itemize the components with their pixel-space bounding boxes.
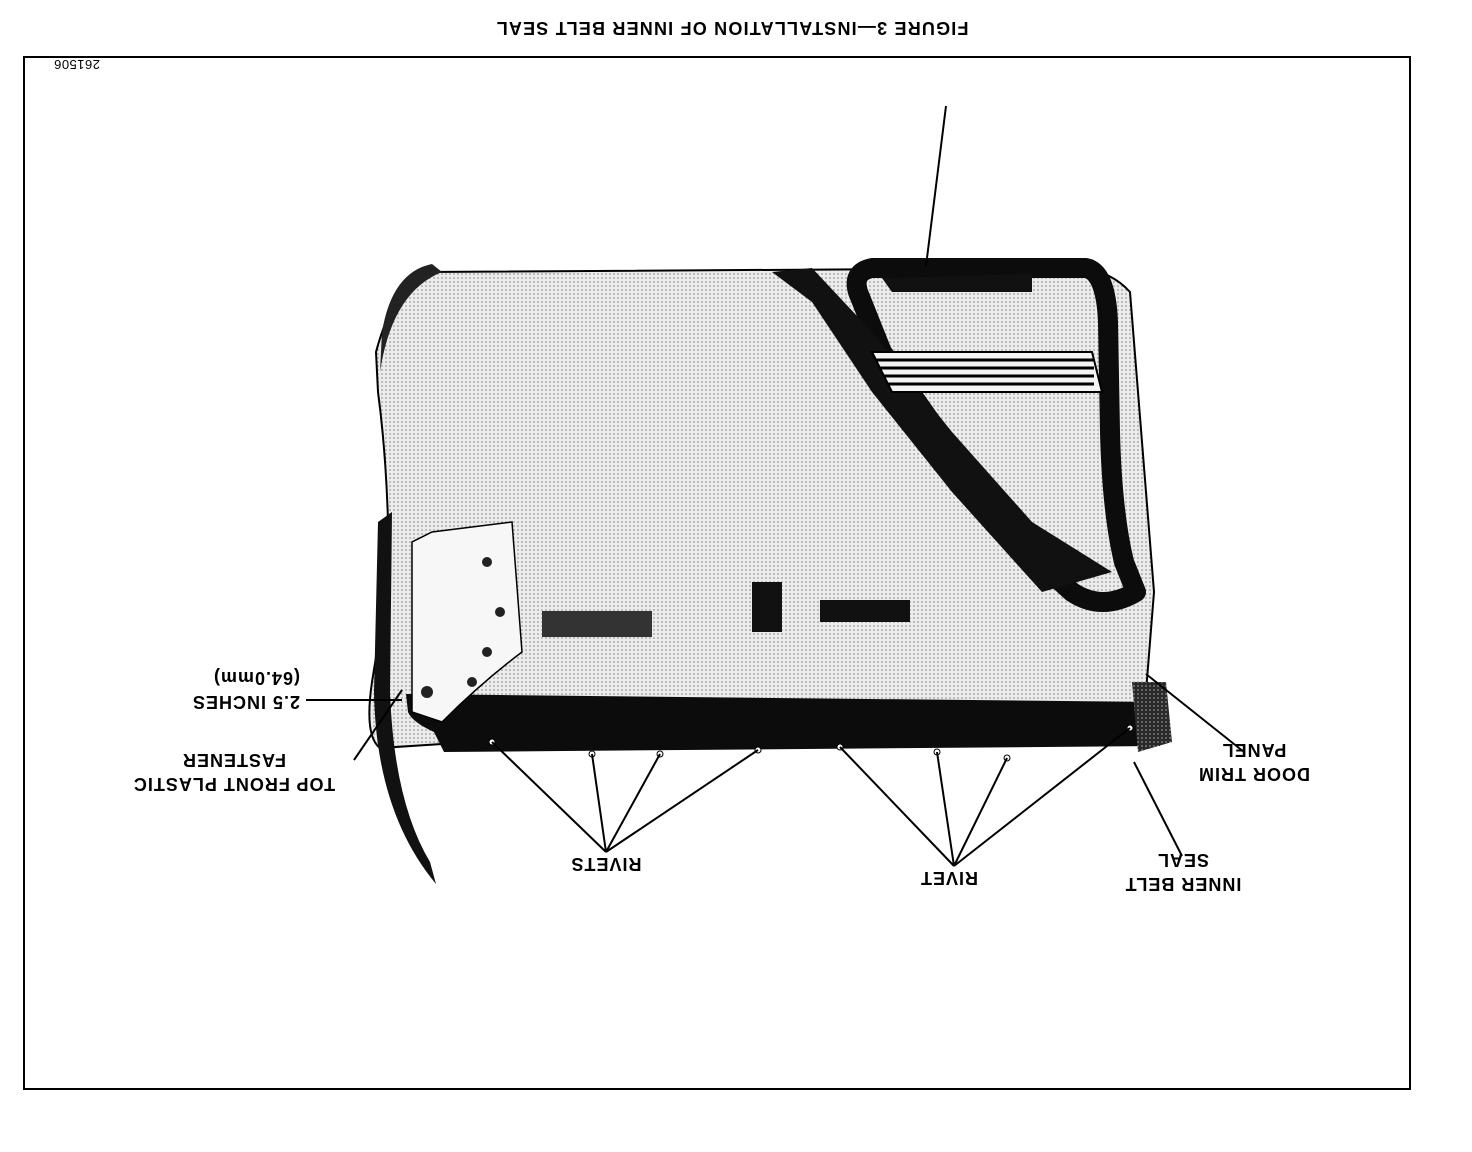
leader-rivets-4 <box>491 741 607 853</box>
speaker-grille <box>870 351 1104 393</box>
top-front-plastic-fastener-label: TOP FRONT PLASTIC FASTENER <box>132 750 336 794</box>
leader-fastener <box>353 689 403 761</box>
figure-title: FIGURE 3—INSTALLATION OF INNER BELT SEAL <box>495 18 969 38</box>
leader-rivets-2 <box>605 753 661 853</box>
door-trim-panel-label: DOOR TRIM PANEL <box>1198 740 1310 784</box>
rivet-label: RIVET <box>920 868 979 888</box>
leader-lines <box>306 105 1245 867</box>
inner-belt-seal-label: INNER BELT SEAL <box>1124 850 1242 894</box>
rivets-label: RIVETS <box>570 854 642 874</box>
leader-top <box>925 105 947 267</box>
fastener-plate <box>411 521 523 723</box>
bolster-block-2 <box>752 582 782 632</box>
measurement-label: 2.5 INCHES (64.0mm) <box>191 668 300 712</box>
leader-inner-belt-seal <box>1133 761 1183 857</box>
figure-code: 261506 <box>53 57 100 72</box>
seal-end-left <box>1132 682 1172 752</box>
fastener-holes <box>421 557 505 698</box>
leader-rivet-2 <box>953 757 1008 867</box>
inner-belt-seal-shape <box>406 694 1161 752</box>
window-edge <box>380 264 442 372</box>
leader-rivet-3 <box>936 751 955 867</box>
armrest-frame <box>846 258 1146 612</box>
leader-rivet-4 <box>839 746 955 867</box>
handle-pocket <box>882 274 1032 292</box>
handle-strap <box>772 268 1112 592</box>
bolster-block-1 <box>820 600 910 622</box>
leader-rivets-3 <box>591 753 607 853</box>
bolster-block-3 <box>542 611 652 637</box>
front-edge-strip <box>374 512 436 884</box>
leader-rivet-1 <box>953 727 1131 867</box>
leader-rivets-1 <box>605 749 759 853</box>
leader-door-trim-panel <box>1145 673 1245 753</box>
